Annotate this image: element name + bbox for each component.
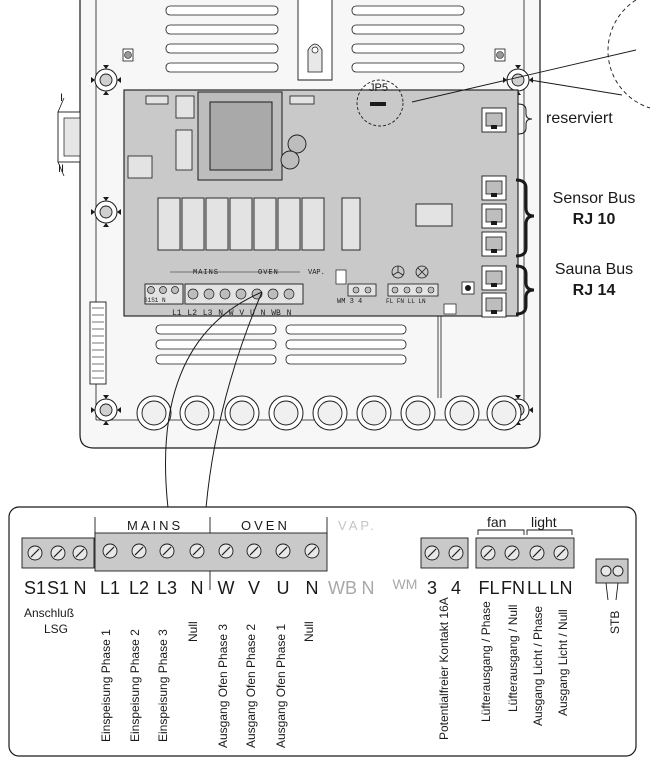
terminal-label-3: 3 (426, 578, 437, 598)
desc-l3: Einspeisung Phase 3 (156, 629, 170, 742)
jp5-label: JP5 (369, 82, 388, 94)
terminal-screw-slot (75, 548, 85, 558)
terminal-screw-slot (162, 546, 172, 556)
terminal-screw-slot (556, 548, 566, 558)
stb-screw (600, 565, 612, 577)
desc-fn: Lüfterausgang / Null (506, 604, 520, 712)
terminal-label-l3: L3 (156, 578, 178, 598)
desc-null-1: Null (186, 621, 200, 642)
desc-v: Ausgang Ofen Phase 2 (244, 623, 258, 748)
terminal-label-n: N (305, 578, 319, 598)
terminal-screw-slot (105, 546, 115, 556)
terminal-label-s1: S1 (46, 578, 70, 598)
desc-potentialfrei: Potentialfreier Kontakt 16A (437, 597, 451, 740)
desc-ln: Ausgang Licht / Null (556, 609, 570, 716)
sauna-bus-title: Sauna Bus (554, 261, 634, 278)
board-vap-label: VAP. (308, 269, 325, 277)
desc-l2: Einspeisung Phase 2 (128, 629, 142, 742)
terminal-screw-slot (532, 548, 542, 558)
reserviert-label: reserviert (546, 110, 613, 127)
header-oven: OVEN (241, 518, 290, 533)
terminal-screw-slot (507, 548, 517, 558)
board-bottom-label: L1 L2 L3 N W V U N WB N (172, 309, 292, 318)
desc-null-2: Null (302, 621, 316, 642)
sauna-bus-label: Sauna Bus RJ 14 (548, 259, 640, 301)
terminal-screw-slot (192, 546, 202, 556)
board-wm-label: WM 3 4 (337, 298, 363, 306)
sensor-bus-title: Sensor Bus (552, 190, 636, 207)
terminal-label-ln: LN (549, 578, 573, 598)
terminal-screw-slot (483, 548, 493, 558)
terminal-label-l1: L1 (99, 578, 121, 598)
terminal-screw-slot (249, 546, 259, 556)
terminal-label-ll: LL (526, 578, 548, 598)
header-fan: fan (487, 514, 507, 530)
roman-ii-label: II (58, 163, 65, 175)
terminal-label-v: V (247, 578, 260, 598)
terminal-label-n: N (73, 578, 87, 598)
terminal-screw-slot (307, 546, 317, 556)
board-fl-label: FL FN LL LN (386, 298, 426, 305)
desc-w: Ausgang Ofen Phase 3 (216, 623, 230, 748)
terminal-label-wb: WB (328, 578, 357, 598)
sauna-bus-rj: RJ 14 (572, 282, 616, 299)
terminal-label-fl: FL (478, 578, 500, 598)
desc-stb: STB (608, 610, 622, 634)
sensor-bus-label: Sensor Bus RJ 10 (548, 188, 640, 230)
terminal-detail-box (8, 506, 637, 757)
terminal-label-fn: FN (501, 578, 525, 598)
board-mains-label: MAINS (193, 269, 220, 277)
terminal-screw-slot (134, 546, 144, 556)
lsg-label: LSG (44, 622, 69, 636)
terminal-screw-slot (451, 548, 461, 558)
terminal-screw-slot (427, 548, 437, 558)
terminal-screw-slot (278, 546, 288, 556)
terminal-label-n: N (361, 578, 375, 598)
circuit-board (123, 79, 519, 318)
desc-ll: Ausgang Licht / Phase (531, 605, 545, 726)
terminal-screw-slot (221, 546, 231, 556)
terminal-label-w: W (217, 578, 235, 598)
terminal-screw-slot (53, 548, 63, 558)
board-oven-label: OVEN (258, 269, 279, 277)
terminal-label-4: 4 (450, 578, 461, 598)
terminal-label-u: U (276, 578, 290, 598)
terminal-label-wm: WM (392, 576, 418, 592)
header-vap: VAP. (338, 518, 377, 533)
desc-l1: Einspeisung Phase 1 (99, 629, 113, 742)
anschluss-label: Anschluß (24, 606, 75, 620)
roman-i-label: I (60, 92, 64, 104)
desc-fl: Lüfterausgang / Phase (479, 601, 493, 722)
desc-u: Ausgang Ofen Phase 1 (274, 623, 288, 748)
terminal-screw-slot (30, 548, 40, 558)
terminal-label-n: N (190, 578, 204, 598)
stb-screw (612, 565, 624, 577)
header-light: light (531, 514, 557, 530)
header-mains: MAINS (127, 518, 184, 533)
board-s1s1n-label: S1S1 N (144, 297, 166, 304)
terminal-label-l2: L2 (128, 578, 150, 598)
terminal-label-s1: S1 (23, 578, 47, 598)
sensor-bus-rj: RJ 10 (572, 211, 616, 228)
